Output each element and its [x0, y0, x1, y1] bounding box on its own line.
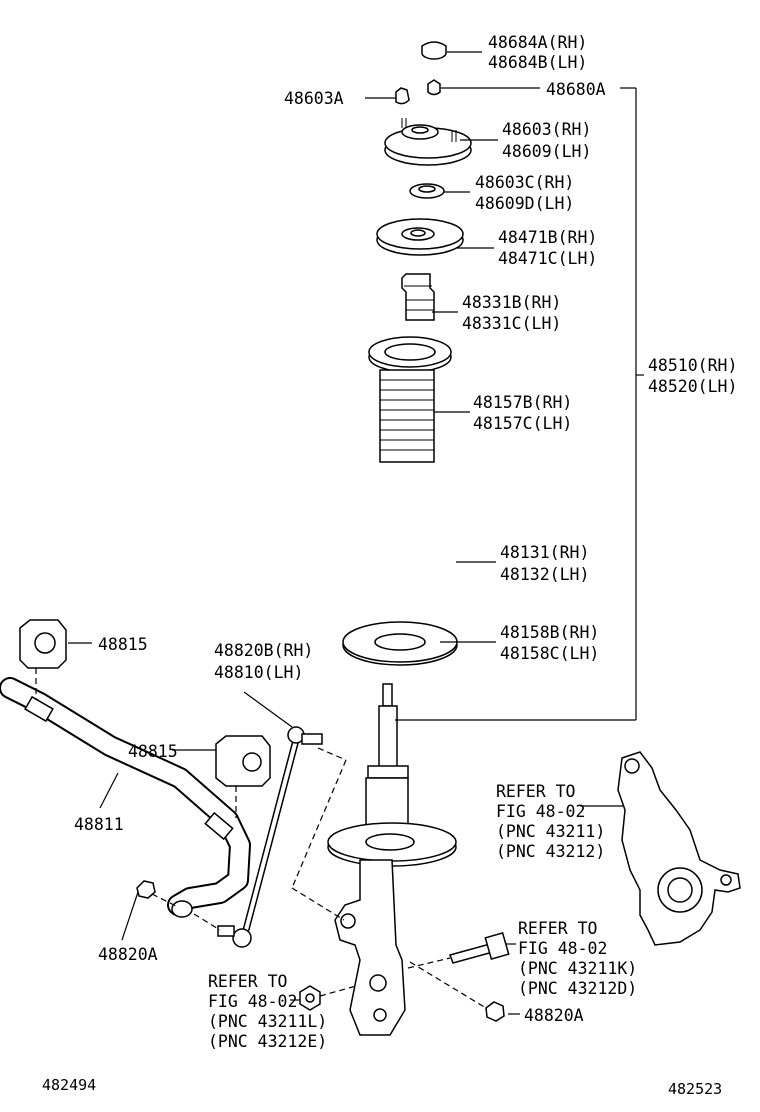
refer-bolt-line-2: FIG 48-02 — [518, 939, 607, 958]
part-48820A-nut-right — [485, 1001, 505, 1022]
part-48815-bushing-mid — [215, 735, 271, 787]
part-shock-absorber — [327, 683, 457, 1036]
label-48820A-left: 48820A — [98, 945, 158, 964]
label-48158-lh: 48158C(LH) — [500, 644, 599, 663]
label-48331-rh: 48331B(RH) — [462, 293, 561, 312]
part-knuckle-bolt — [449, 932, 510, 964]
label-48510-lh: 48520(LH) — [648, 377, 737, 396]
part-48158-lower-insulator — [342, 621, 458, 666]
label-48684-rh: 48684A(RH) — [488, 33, 587, 52]
label-48680A: 48680A — [546, 80, 606, 99]
label-48510-rh: 48510(RH) — [648, 356, 737, 375]
label-48820A-right: 48820A — [524, 1006, 584, 1025]
part-48684-cap — [421, 41, 447, 60]
label-48471-lh: 48471C(LH) — [498, 249, 597, 268]
part-48131-coil-spring — [345, 478, 465, 603]
part-48680A-nut — [427, 79, 441, 96]
label-48603C-lh: 48609D(LH) — [475, 194, 574, 213]
diagram-code-left: 482494 — [42, 1076, 96, 1094]
label-48820B-lh: 48810(LH) — [214, 663, 303, 682]
label-48815-top: 48815 — [98, 635, 148, 654]
label-48131-rh: 48131(RH) — [500, 543, 589, 562]
dashed-lines — [35, 668, 487, 1009]
label-48603-rh: 48603(RH) — [502, 120, 591, 139]
leader-lines — [68, 51, 644, 1015]
label-48603A: 48603A — [284, 89, 344, 108]
refer-knuckle-line-3: (PNC 43211) — [496, 822, 605, 841]
refer-bolt-line-3: (PNC 43211K) — [518, 959, 637, 978]
label-48603-lh: 48609(LH) — [502, 142, 591, 161]
part-48815-bushing-top — [19, 619, 67, 669]
part-strut-nut — [299, 985, 321, 1011]
refer-knuckle-line-2: FIG 48-02 — [496, 802, 585, 821]
label-48157-lh: 48157C(LH) — [473, 414, 572, 433]
refer-note-bolt: REFER TO FIG 48-02 (PNC 43211K) (PNC 432… — [518, 919, 637, 998]
part-48820B-stabilizer-link — [217, 726, 323, 948]
part-steering-knuckle — [617, 751, 741, 946]
refer-nut-line-4: (PNC 43212E) — [208, 1032, 327, 1051]
refer-nut-line-1: REFER TO — [208, 972, 287, 991]
part-48603A-nut — [395, 87, 410, 105]
refer-nut-line-3: (PNC 43211L) — [208, 1012, 327, 1031]
label-48820B-rh: 48820B(RH) — [214, 641, 313, 660]
part-48331-bump-stopper — [401, 273, 435, 321]
refer-note-nut: REFER TO FIG 48-02 (PNC 43211L) (PNC 432… — [208, 972, 327, 1051]
label-48815-mid: 48815 — [128, 742, 178, 761]
label-48471-rh: 48471B(RH) — [498, 228, 597, 247]
part-48603C-bearing — [409, 183, 445, 199]
part-48603-strut-mount — [384, 118, 472, 166]
part-48811-stabilizer-bar — [0, 677, 251, 918]
label-48684-lh: 48684B(LH) — [488, 53, 587, 72]
label-48331-lh: 48331C(LH) — [462, 314, 561, 333]
part-48471-upper-seat — [376, 218, 464, 256]
refer-bolt-line-1: REFER TO — [518, 919, 597, 938]
refer-bolt-line-4: (PNC 43212D) — [518, 979, 637, 998]
part-48820A-nut-left — [136, 880, 156, 899]
label-48158-rh: 48158B(RH) — [500, 623, 599, 642]
label-48811: 48811 — [74, 815, 124, 834]
label-48131-lh: 48132(LH) — [500, 565, 589, 584]
label-48603C-rh: 48603C(RH) — [475, 173, 574, 192]
part-48157-spring-seat-boot — [368, 336, 452, 463]
refer-knuckle-line-1: REFER TO — [496, 782, 575, 801]
diagram-code-right: 482523 — [668, 1080, 722, 1098]
label-48157-rh: 48157B(RH) — [473, 393, 572, 412]
refer-knuckle-line-4: (PNC 43212) — [496, 842, 605, 861]
refer-note-knuckle: REFER TO FIG 48-02 (PNC 43211) (PNC 4321… — [496, 782, 605, 861]
refer-nut-line-2: FIG 48-02 — [208, 992, 297, 1011]
